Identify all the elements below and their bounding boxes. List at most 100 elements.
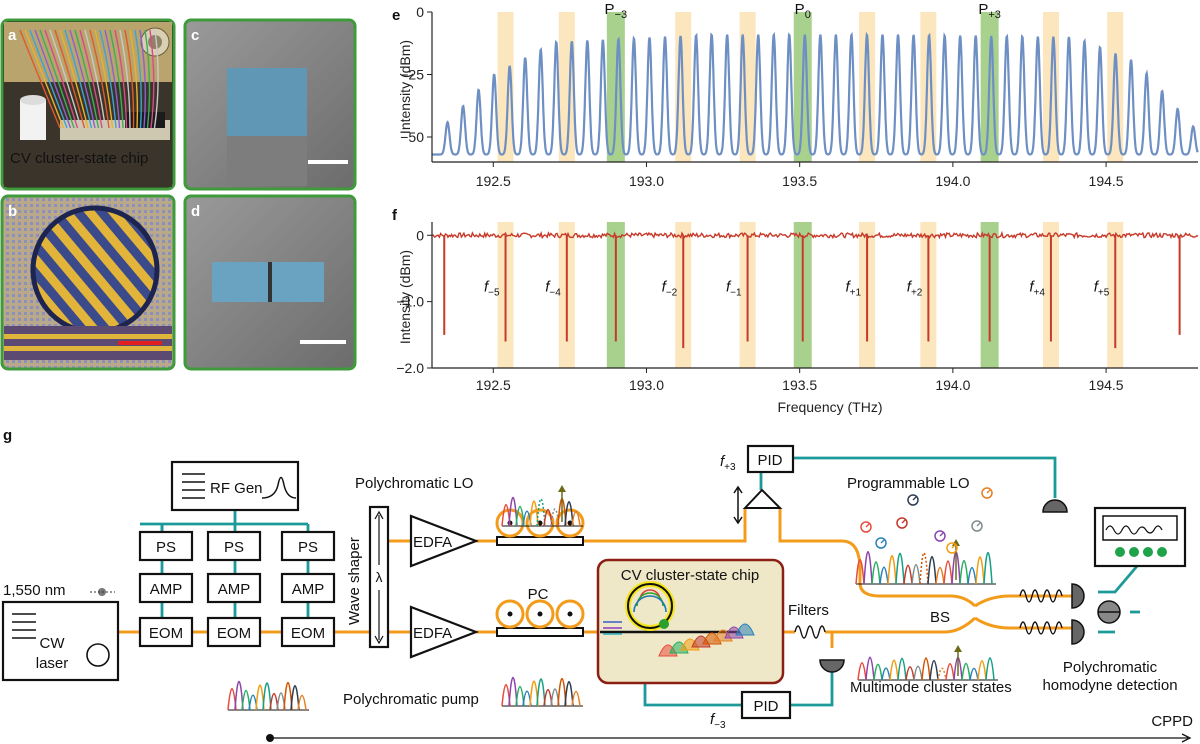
wire xyxy=(59,29,89,129)
phase-knob xyxy=(946,542,958,554)
filters-label: Filters xyxy=(788,602,829,619)
spectral-line xyxy=(921,657,931,681)
panel-c-label: c xyxy=(191,27,199,44)
pump-annotation: P0 xyxy=(795,1,811,21)
x-tick-label: 193.5 xyxy=(782,173,817,189)
highlight-band xyxy=(497,12,514,162)
spectral-line xyxy=(857,662,867,681)
edfa-pump-label: EDFA xyxy=(413,625,452,642)
wire xyxy=(129,29,139,129)
knob-pointer xyxy=(986,489,991,494)
wire xyxy=(54,29,86,129)
phase-knob xyxy=(860,521,872,533)
knob-pointer xyxy=(865,523,870,528)
polychromatic-lo-label: Polychromatic LO xyxy=(355,475,473,492)
wire xyxy=(84,29,107,129)
ps-box-label: PS xyxy=(156,539,176,556)
ps-box-label: PS xyxy=(298,539,318,556)
x-tick-label: 193.5 xyxy=(782,377,817,393)
laser-label-line1: CW xyxy=(40,635,66,652)
filters xyxy=(794,589,1063,639)
wire xyxy=(114,29,128,129)
cluster-spectrum-inset xyxy=(857,645,998,681)
cppd-axis xyxy=(266,733,1192,743)
spectral-line xyxy=(881,667,891,681)
spectral-line xyxy=(895,552,905,585)
chip-title: CV cluster-state chip xyxy=(621,567,759,584)
wire xyxy=(109,29,124,129)
homodyne-label-line2: homodyne detection xyxy=(1042,677,1177,694)
scale-bar xyxy=(308,160,348,164)
multimode-label: Multimode cluster states xyxy=(850,679,1012,696)
spectral-line xyxy=(564,681,574,707)
panel-a-label: a xyxy=(8,27,17,44)
pid-upper-label: PID xyxy=(757,452,782,469)
spectral-line xyxy=(536,678,546,707)
scale-bar xyxy=(300,340,346,344)
wire xyxy=(124,29,135,129)
eom-box xyxy=(206,616,262,648)
phase-knob xyxy=(875,537,887,549)
wire xyxy=(89,29,110,129)
spectral-line xyxy=(550,508,560,527)
eom-box-label: EOM xyxy=(149,625,183,642)
dip-label: f−1 xyxy=(726,279,742,299)
polarization-controller-pump xyxy=(495,599,585,637)
wave-shaper-label: Wave shaper xyxy=(346,537,363,625)
lambda-symbol: λ xyxy=(376,569,383,585)
eom-box xyxy=(138,616,194,648)
wire xyxy=(19,29,61,129)
y-tick-label: 0 xyxy=(416,227,424,243)
knob-pointer xyxy=(976,522,981,527)
phase-knob xyxy=(896,517,908,529)
spectral-line xyxy=(571,510,581,527)
delay-prism xyxy=(733,485,783,525)
pc-center xyxy=(537,520,543,526)
spectral-line xyxy=(508,497,518,527)
cppd-label: CPPD xyxy=(1151,713,1193,730)
panel-a-photo xyxy=(0,18,176,191)
phase-knob xyxy=(934,530,946,542)
knob-pointer xyxy=(901,519,906,524)
amp-box-label: AMP xyxy=(150,581,183,598)
spectral-line xyxy=(977,660,987,681)
spectral-line xyxy=(935,566,945,585)
pc-label: PC xyxy=(528,586,549,603)
spectral-line xyxy=(297,694,307,711)
spectral-line xyxy=(887,555,897,585)
spectral-line xyxy=(855,559,865,585)
y-tick-label: −2.0 xyxy=(396,360,424,376)
filter-trace xyxy=(431,230,1199,240)
laser-wavelength: 1,550 nm xyxy=(3,582,66,599)
dip-label: f+1 xyxy=(846,279,862,299)
spectral-line xyxy=(536,498,546,527)
edfa-lo: EDFA xyxy=(409,514,480,568)
polychromatic-pump-label: Polychromatic pump xyxy=(343,691,479,708)
wire xyxy=(119,29,131,129)
y-tick-label: −25 xyxy=(400,67,424,83)
x-tick-label: 194.5 xyxy=(1089,377,1124,393)
cv-cluster-state-chip: CV cluster-state chip xyxy=(596,558,785,685)
spectral-line xyxy=(937,667,947,681)
f-minus3-label: f−3 xyxy=(710,711,726,731)
f-plus3-label: f+3 xyxy=(720,453,736,473)
wire xyxy=(74,29,100,129)
phase-knob xyxy=(907,494,919,506)
spectral-line xyxy=(943,560,953,585)
eom-box xyxy=(280,616,336,648)
spectral-line xyxy=(911,564,921,585)
wire xyxy=(134,29,142,129)
amp-box xyxy=(138,572,194,604)
photodetectors xyxy=(819,499,1085,673)
spectral-line xyxy=(959,560,969,585)
dip-label: f+4 xyxy=(1029,279,1045,299)
lo-spectrum-inset xyxy=(501,485,583,527)
pump-annotation: P+3 xyxy=(978,1,1001,21)
highlight-band xyxy=(1107,12,1124,162)
spectral-line xyxy=(919,552,929,585)
dip-label: f+2 xyxy=(907,279,923,299)
wire xyxy=(29,29,68,129)
spectral-line xyxy=(873,663,883,681)
